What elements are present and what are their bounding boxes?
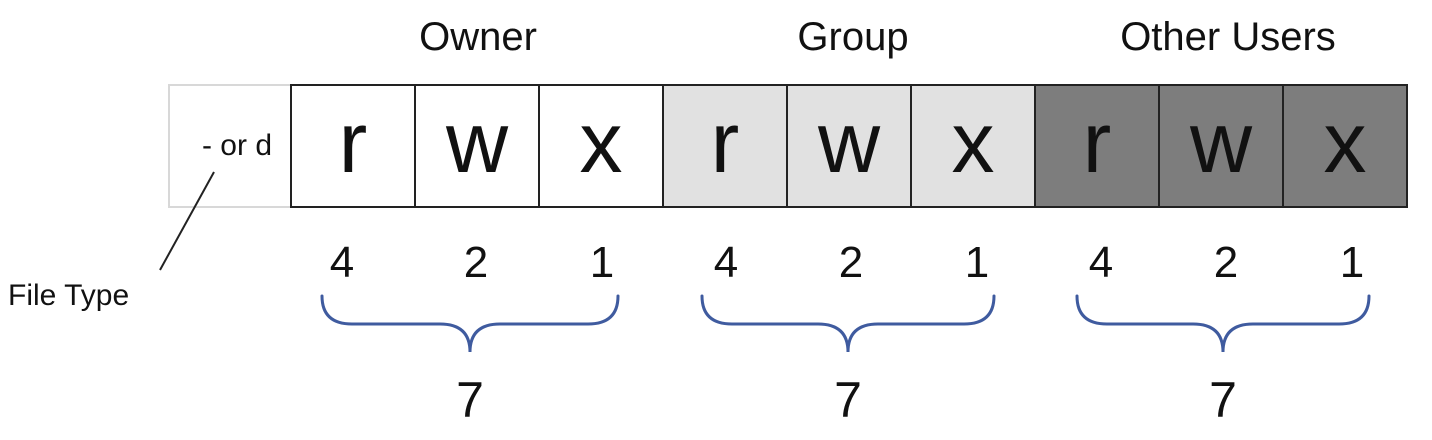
group-read-cell: r [662,84,788,208]
other-write-cell: w [1158,84,1284,208]
other-weight-read: 4 [1088,238,1114,287]
other-read-letter: r [1082,95,1112,191]
owner-execute-cell: x [538,84,664,208]
owner-weight-execute: 1 [589,238,615,287]
other-execute-cell: x [1282,84,1408,208]
file-type-label: File Type [8,279,130,312]
file-type-pointer-line [159,171,215,271]
group-weight-execute: 1 [964,238,990,287]
group-read-letter: r [710,95,740,191]
owner-weight-read: 4 [329,238,355,287]
group-total: 7 [834,372,862,428]
other-read-cell: r [1034,84,1160,208]
file-type-cell-text: - or d [201,129,273,162]
other-execute-letter: x [1323,95,1367,191]
group-brace [700,294,996,353]
other-weight-execute: 1 [1339,238,1365,287]
group-weight-read: 4 [713,238,739,287]
group-write-letter: w [817,95,881,191]
owner-brace [320,294,620,353]
owner-read-letter: r [338,95,368,191]
group-execute-cell: x [910,84,1036,208]
permission-cells-row: - or d r w x r w x r w x [168,84,1408,208]
heading-group: Group [797,15,909,59]
owner-read-cell: r [290,84,416,208]
other-brace [1075,294,1371,353]
group-write-cell: w [786,84,912,208]
group-weight-write: 2 [838,238,864,287]
other-total: 7 [1209,372,1237,428]
owner-weight-write: 2 [463,238,489,287]
heading-other-users: Other Users [1120,15,1336,59]
owner-total: 7 [456,372,484,428]
group-execute-letter: x [951,95,995,191]
owner-write-cell: w [414,84,540,208]
other-weight-write: 2 [1213,238,1239,287]
owner-execute-letter: x [579,95,623,191]
other-write-letter: w [1189,95,1253,191]
heading-owner: Owner [419,15,537,59]
owner-write-letter: w [445,95,509,191]
